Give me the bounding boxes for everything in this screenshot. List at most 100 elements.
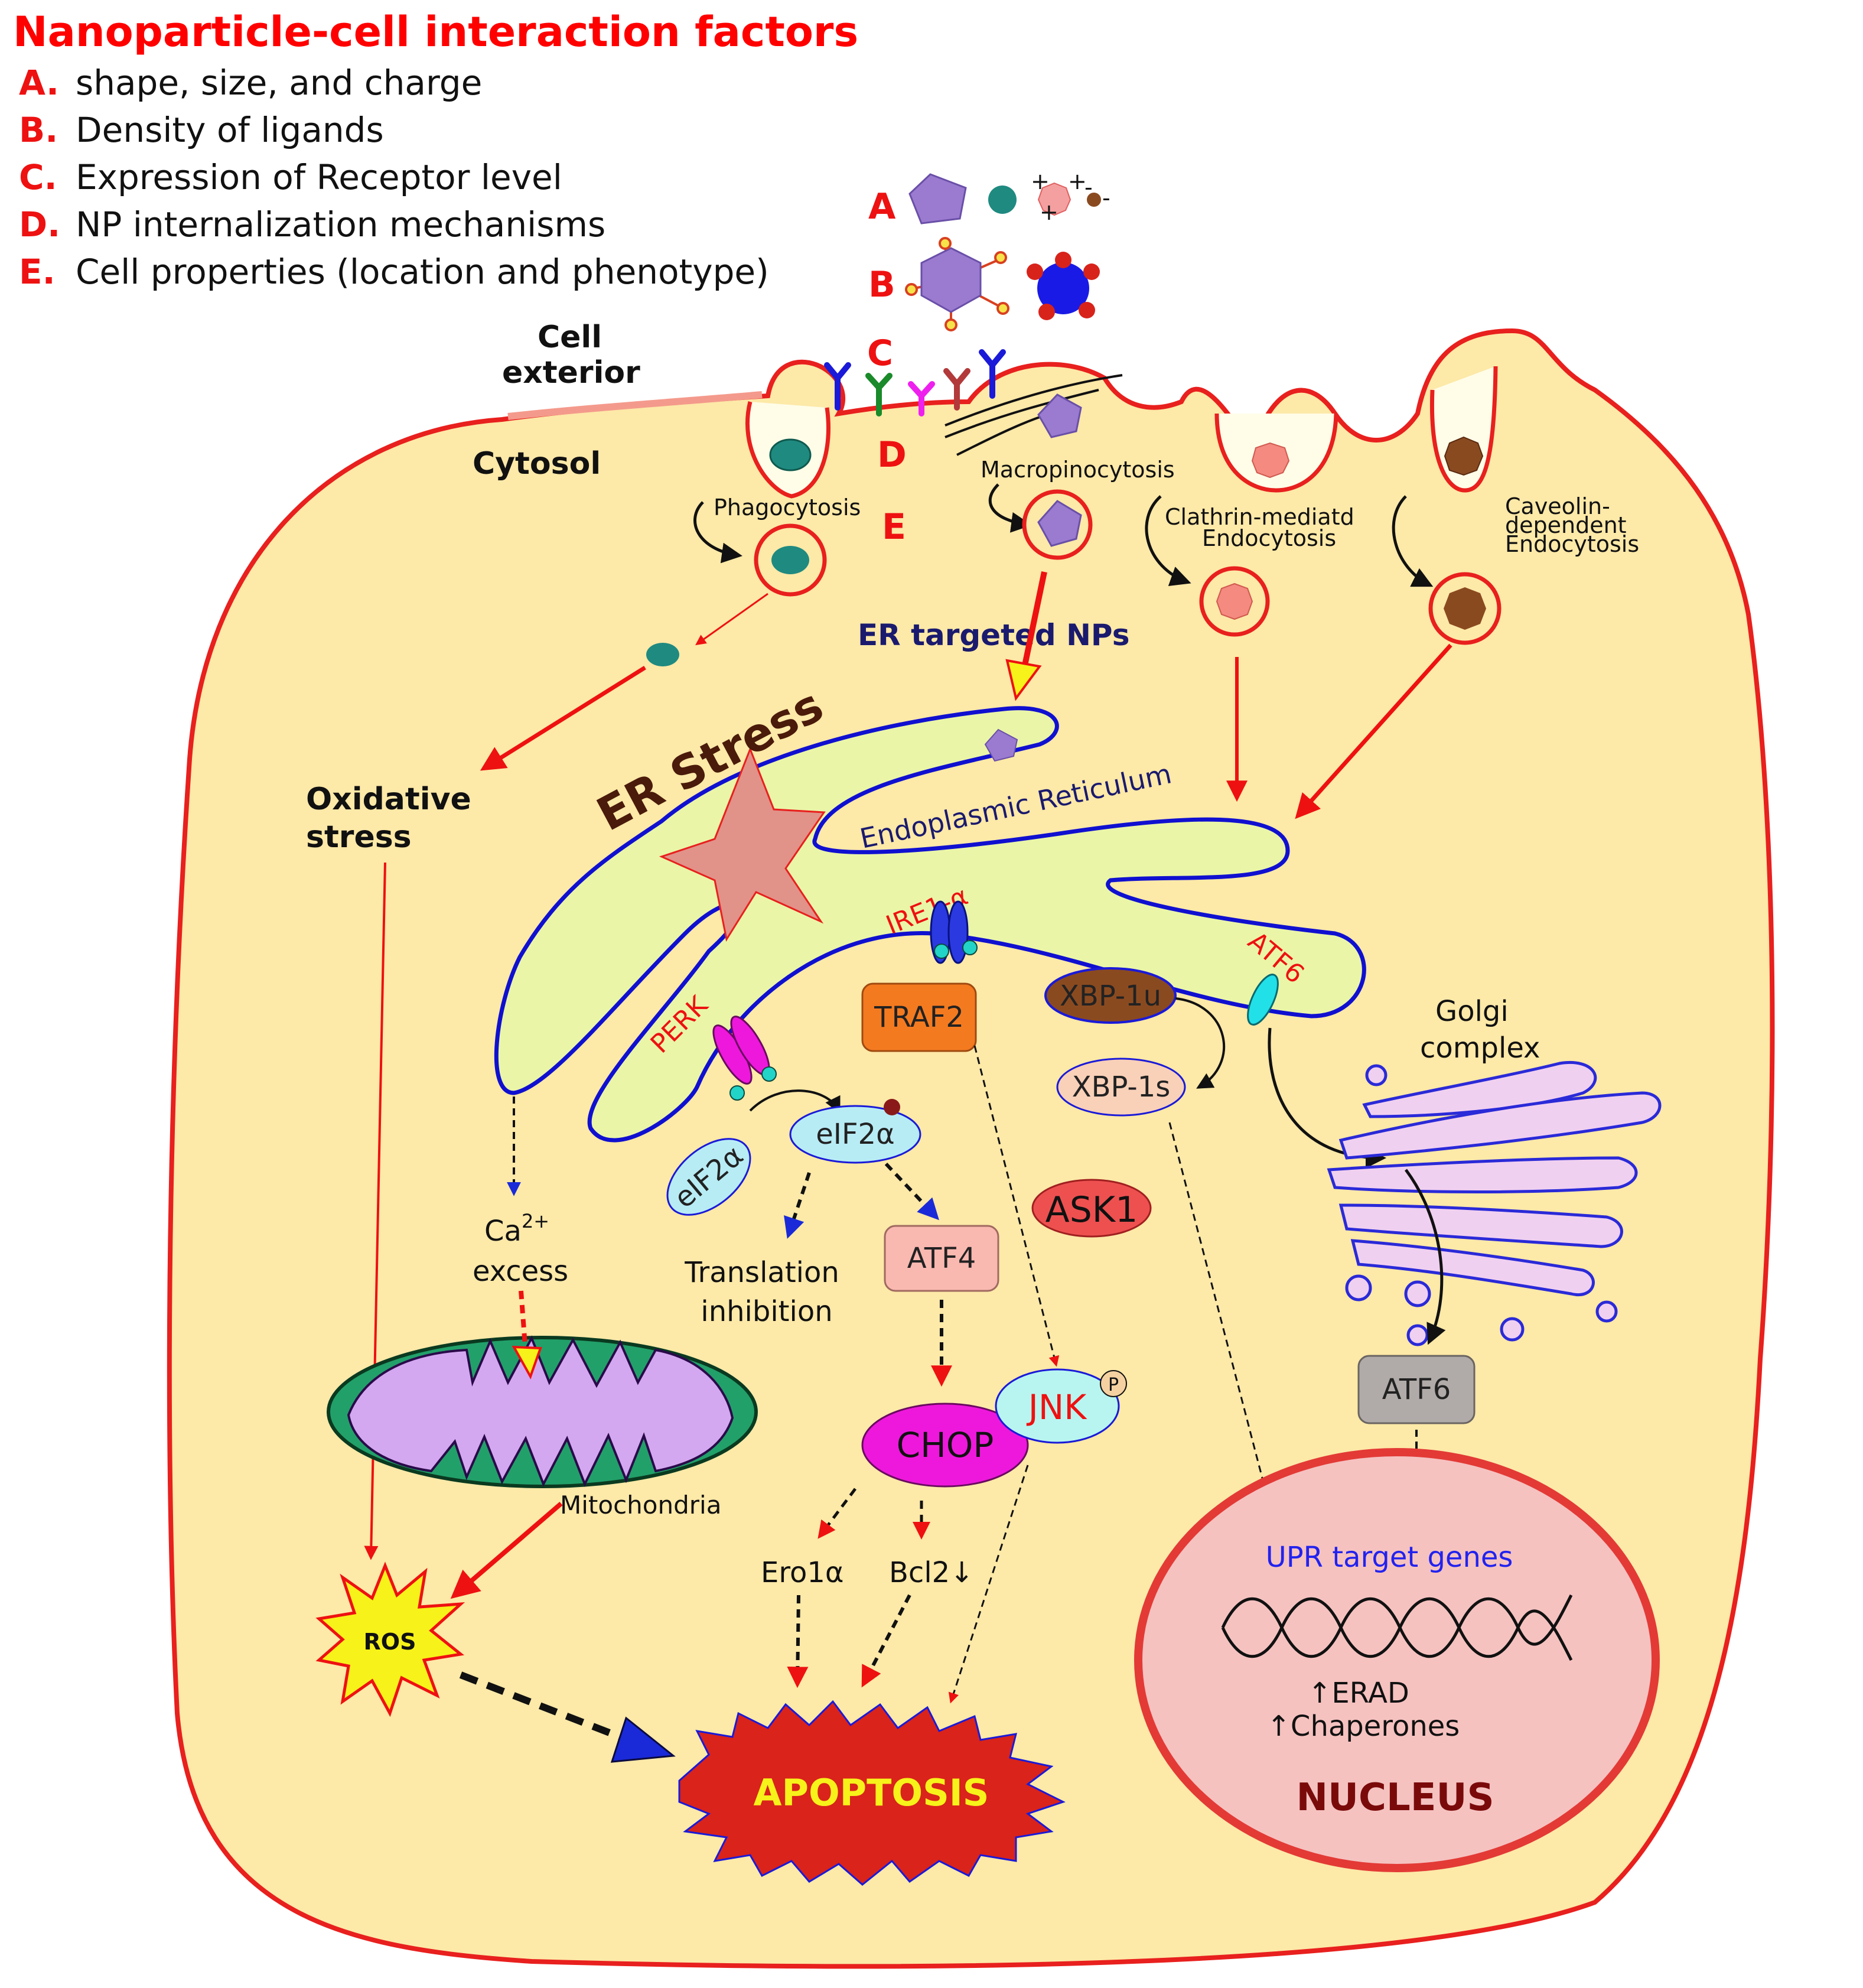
cell-exterior-label-2: exterior xyxy=(502,355,640,391)
clathrin-nanoparticle-icon xyxy=(1251,442,1290,479)
calcium-to-mitochondria-arrow xyxy=(519,1290,528,1353)
erad-label: ↑ERAD xyxy=(1308,1677,1409,1710)
er-targeted-arrowhead xyxy=(1005,659,1042,701)
ask1-ellipse xyxy=(1031,1179,1152,1238)
eif2a-phosphate-icon xyxy=(884,1099,900,1115)
xbp1s-label: XBP-1s xyxy=(1072,1071,1171,1104)
pentagon-nanoparticle-icon xyxy=(908,173,967,224)
caveolin-label-1: Caveolin- xyxy=(1505,493,1610,519)
brown-nanoparticle-icon xyxy=(1087,193,1101,207)
caveolin-arrow xyxy=(1392,495,1434,587)
chop-ellipse xyxy=(861,1403,1029,1488)
jnk-phosphate-label: P xyxy=(1108,1375,1119,1395)
marker-e: E xyxy=(882,506,906,548)
nucleus xyxy=(1134,1448,1660,1872)
charge-plus-2: + xyxy=(1068,168,1087,194)
eif2a-ellipse-1 xyxy=(666,1138,751,1216)
golgi-to-atf6-arrow xyxy=(1404,1169,1446,1345)
atf6-box xyxy=(1357,1355,1476,1424)
calcium-label: Ca2+ xyxy=(484,1210,549,1248)
factor-b-letter: B. xyxy=(19,110,58,150)
ire1-receptor-icon xyxy=(930,900,978,964)
phagocytosis-label: Phagocytosis xyxy=(714,494,861,520)
marker-a: A xyxy=(868,186,896,227)
traf2-box xyxy=(861,982,977,1052)
er-stress-star-icon xyxy=(659,746,826,942)
upr-target-genes-label: UPR target genes xyxy=(1266,1541,1513,1574)
marker-d: D xyxy=(877,434,907,476)
eif2a-label-2: eIF2α xyxy=(816,1118,894,1151)
caveosome-nanoparticle-icon xyxy=(1444,587,1486,630)
translation-label-1: Translation xyxy=(684,1256,839,1289)
golgi-label-2: complex xyxy=(1420,1032,1540,1065)
clathrin-label-1: Clathrin-mediatd xyxy=(1165,504,1354,530)
nucleus-label: NUCLEUS xyxy=(1296,1776,1494,1820)
factor-a-letter: A. xyxy=(19,63,59,103)
golgi-complex-icon xyxy=(1327,1061,1662,1346)
charged-nanoparticle-icon xyxy=(1037,182,1071,216)
dna-helix-icon xyxy=(1221,1594,1573,1661)
marker-b: B xyxy=(868,264,895,305)
calcium-symbol: Ca xyxy=(484,1215,522,1248)
cell-exterior-label-1: Cell xyxy=(538,320,602,355)
diagram-title: Nanoparticle-cell interaction factors xyxy=(13,8,858,56)
receptors-group xyxy=(824,349,1006,417)
factor-c-text: Expression of Receptor level xyxy=(76,157,562,197)
macropinocytosis-label: Macropinocytosis xyxy=(981,457,1175,483)
factor-a-text: shape, size, and charge xyxy=(76,63,482,103)
er-nanoparticle-icon xyxy=(984,728,1018,762)
factor-d-letter: D. xyxy=(19,204,60,245)
jnk-label: JNK xyxy=(1027,1387,1087,1427)
phagosome-nanoparticle-icon xyxy=(771,546,809,574)
ligand-nanoparticle-hexagon-icon xyxy=(905,237,1009,331)
apoptosis-burst xyxy=(678,1700,1066,1886)
caveolin-label-3: Endocytosis xyxy=(1505,531,1639,557)
oxidative-stress-label-2: stress xyxy=(306,819,412,855)
marker-c: C xyxy=(867,333,893,374)
atf4-label: ATF4 xyxy=(907,1242,976,1275)
macropinocytosis-nanoparticle-icon xyxy=(1037,393,1082,438)
atf6-receptor-icon xyxy=(1247,974,1279,1026)
xbp1u-ellipse xyxy=(1044,967,1177,1024)
mitochondria-label: Mitochondria xyxy=(560,1491,721,1520)
ros-arrowhead xyxy=(610,1716,676,1763)
bcl2-label: Bcl2↓ xyxy=(889,1556,973,1589)
ask1-label: ASK1 xyxy=(1046,1189,1138,1231)
ros-label: ROS xyxy=(364,1629,416,1655)
calcium-arrowhead xyxy=(512,1345,542,1379)
plasma-membrane-top xyxy=(507,391,763,420)
xbp1u-to-xbp1s-arrow xyxy=(1175,997,1226,1089)
bcl2-to-apoptosis-arrow xyxy=(861,1594,911,1688)
perk-phosphorylation-arrow xyxy=(749,1089,841,1114)
phagocytosis-arrow xyxy=(693,501,742,564)
oxidative-stress-arrow xyxy=(480,666,646,771)
cytosol-label: Cytosol xyxy=(473,446,601,481)
xbp1u-label: XBP-1u xyxy=(1060,980,1161,1013)
chop-to-ero1a-arrow xyxy=(817,1488,856,1539)
clathrin-vesicle-nanoparticle-icon xyxy=(1216,583,1253,620)
xbp1s-ellipse xyxy=(1056,1058,1186,1117)
ros-to-apoptosis-arrow xyxy=(459,1671,622,1740)
caveolin-label-2: dependent xyxy=(1505,512,1627,538)
charge-plus-1: + xyxy=(1031,168,1050,194)
mitochondria-to-ros-arrow xyxy=(450,1501,563,1599)
charge-plus-3: + xyxy=(1040,199,1058,225)
calcium-excess-label: excess xyxy=(473,1255,568,1288)
phagosome-release-arrow xyxy=(695,593,768,646)
teal-nanoparticle-icon xyxy=(988,186,1017,214)
jnk-to-apoptosis-arrow xyxy=(948,1465,1029,1704)
clathrin-arrow xyxy=(1145,495,1191,587)
chaperones-label: ↑Chaperones xyxy=(1267,1710,1460,1743)
ero1a-label: Ero1α xyxy=(761,1556,844,1589)
atf6-box-label: ATF6 xyxy=(1382,1373,1451,1406)
traf2-to-jnk-arrow xyxy=(973,1045,1060,1367)
factor-c-letter: C. xyxy=(19,157,57,197)
macropinocytosis-arrow xyxy=(988,483,1032,533)
factor-d-text: NP internalization mechanisms xyxy=(76,204,605,245)
translation-label-2: inhibition xyxy=(701,1295,832,1328)
golgi-label-1: Golgi xyxy=(1435,995,1509,1028)
jnk-phosphate-icon xyxy=(1100,1370,1127,1397)
chop-label: CHOP xyxy=(897,1425,994,1465)
